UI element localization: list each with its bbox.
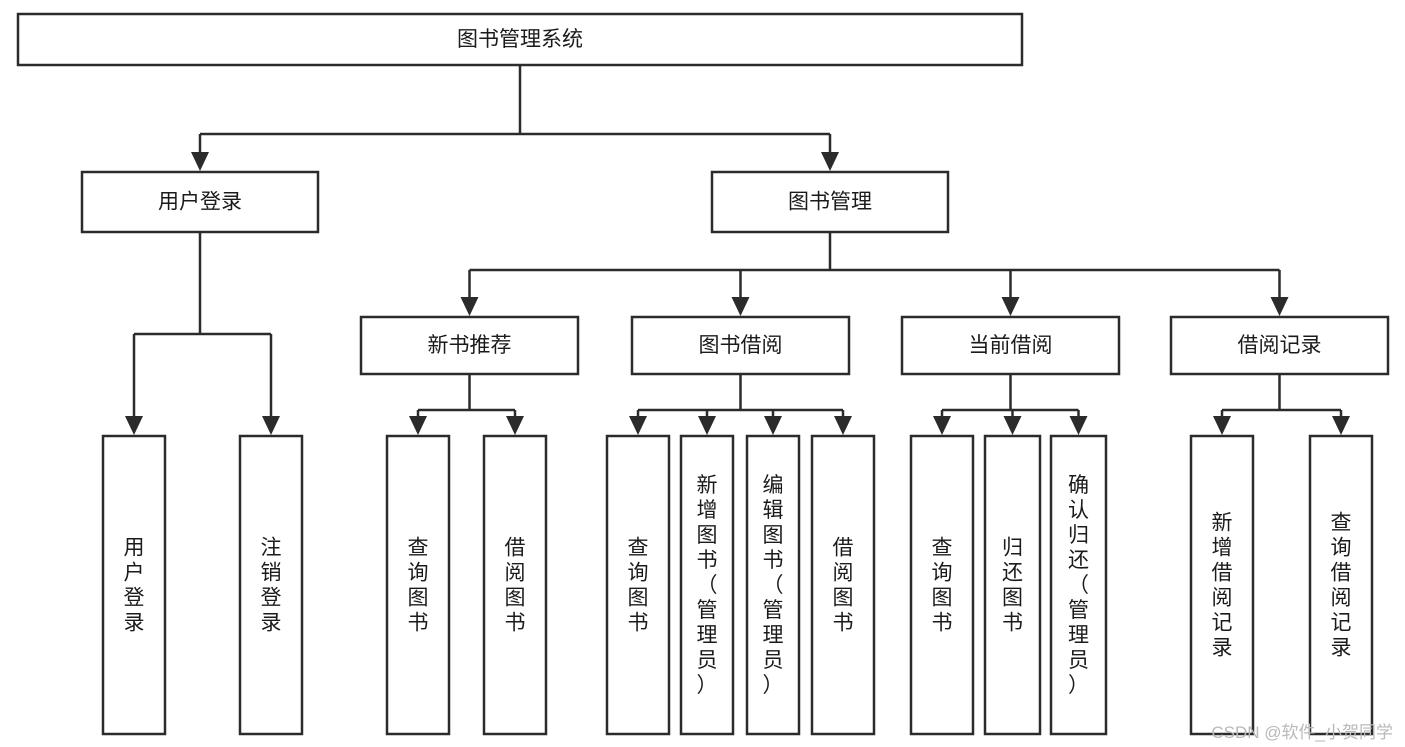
arrowhead-leaf-rec-borrow: [506, 416, 524, 435]
node-box-leaf-bb-add: [679, 434, 735, 736]
arrowhead-user-login: [191, 152, 209, 171]
node-box-book-manage: [710, 170, 950, 234]
node-box-leaf-cb-return: [983, 434, 1042, 736]
node-label-leaf-rec-borrow: 借阅图书: [505, 537, 526, 635]
node-box-leaf-user-logout: [238, 434, 304, 736]
node-label-leaf-cb-query: 查询图书: [932, 537, 953, 635]
node-label-root: 图书管理系统: [457, 28, 583, 51]
arrowhead-leaf-rec-query: [409, 416, 427, 435]
node-book-manage[interactable]: 图书管理: [710, 170, 950, 234]
node-label-book-manage: 图书管理: [788, 191, 872, 214]
node-label-leaf-bb-borrow: 借阅图书: [833, 537, 854, 635]
node-leaf-bb-edit[interactable]: 编辑图书（管理员）: [745, 434, 801, 736]
node-box-leaf-rec-query: [385, 434, 451, 736]
node-leaf-bb-borrow[interactable]: 借阅图书: [810, 434, 876, 736]
arrowhead-leaf-bb-query: [629, 416, 647, 435]
node-leaf-rec-query[interactable]: 查询图书: [385, 434, 451, 736]
node-box-user-login: [80, 170, 320, 234]
node-box-leaf-cb-query: [909, 434, 975, 736]
node-label-leaf-cb-confirm: 确认归还（管理员）: [1068, 474, 1089, 697]
node-box-leaf-bb-borrow: [810, 434, 876, 736]
node-box-borrow-record: [1169, 315, 1390, 376]
node-leaf-user-logout[interactable]: 注销登录: [238, 434, 304, 736]
nodes-layer: 图书管理系统用户登录图书管理新书推荐图书借阅当前借阅借阅记录用户登录注销登录查询…: [16, 12, 1390, 736]
node-box-new-book-rec: [359, 315, 580, 376]
node-root[interactable]: 图书管理系统: [16, 12, 1024, 67]
node-leaf-rec-borrow[interactable]: 借阅图书: [482, 434, 548, 736]
arrowhead-leaf-user-login: [125, 416, 143, 435]
node-label-leaf-cb-return: 归还图书: [1002, 537, 1023, 635]
node-label-leaf-br-add: 新增借阅记录: [1212, 512, 1233, 660]
node-current-borrow[interactable]: 当前借阅: [900, 315, 1121, 376]
node-label-leaf-user-logout: 注销登录: [261, 537, 282, 635]
node-label-user-login: 用户登录: [158, 191, 242, 214]
node-label-current-borrow: 当前借阅: [969, 334, 1053, 357]
node-leaf-cb-return[interactable]: 归还图书: [983, 434, 1042, 736]
node-label-leaf-bb-edit: 编辑图书（管理员）: [763, 474, 784, 697]
arrowhead-leaf-cb-query: [933, 416, 951, 435]
node-user-login[interactable]: 用户登录: [80, 170, 320, 234]
node-leaf-bb-add[interactable]: 新增图书（管理员）: [679, 434, 735, 736]
arrowhead-new-book-rec: [460, 297, 479, 316]
arrowhead-book-manage: [821, 152, 839, 171]
node-label-leaf-br-query: 查询借阅记录: [1331, 512, 1352, 660]
arrowhead-leaf-cb-return: [1003, 416, 1022, 435]
node-box-leaf-cb-confirm: [1049, 434, 1108, 736]
node-book-borrow[interactable]: 图书借阅: [630, 315, 851, 376]
node-label-borrow-record: 借阅记录: [1238, 334, 1322, 357]
node-box-leaf-rec-borrow: [482, 434, 548, 736]
node-box-leaf-br-add: [1189, 434, 1255, 736]
node-borrow-record[interactable]: 借阅记录: [1169, 315, 1390, 376]
node-box-leaf-bb-edit: [745, 434, 801, 736]
arrowhead-leaf-bb-add: [698, 416, 716, 435]
arrowhead-current-borrow: [1001, 297, 1020, 316]
node-leaf-cb-confirm[interactable]: 确认归还（管理员）: [1049, 434, 1108, 736]
node-label-leaf-user-login: 用户登录: [124, 537, 145, 635]
arrowhead-leaf-br-query: [1332, 416, 1350, 435]
node-box-leaf-br-query: [1308, 434, 1374, 736]
node-leaf-bb-query[interactable]: 查询图书: [605, 434, 671, 736]
node-leaf-cb-query[interactable]: 查询图书: [909, 434, 975, 736]
node-leaf-br-add[interactable]: 新增借阅记录: [1189, 434, 1255, 736]
node-label-leaf-bb-query: 查询图书: [628, 537, 649, 635]
arrowhead-leaf-bb-edit: [764, 416, 782, 435]
arrowhead-leaf-cb-confirm: [1069, 416, 1088, 435]
edges-layer: [125, 65, 1350, 435]
node-leaf-user-login[interactable]: 用户登录: [101, 434, 167, 736]
node-box-root: [16, 12, 1024, 67]
arrowhead-borrow-record: [1270, 297, 1289, 316]
node-label-new-book-rec: 新书推荐: [428, 334, 512, 357]
node-label-leaf-rec-query: 查询图书: [408, 537, 429, 635]
arrowhead-leaf-bb-borrow: [834, 416, 852, 435]
node-box-leaf-user-login: [101, 434, 167, 736]
node-box-book-borrow: [630, 315, 851, 376]
node-box-leaf-bb-query: [605, 434, 671, 736]
node-label-leaf-bb-add: 新增图书（管理员）: [697, 474, 718, 697]
node-leaf-br-query[interactable]: 查询借阅记录: [1308, 434, 1374, 736]
node-box-current-borrow: [900, 315, 1121, 376]
arrowhead-leaf-user-logout: [262, 416, 280, 435]
node-new-book-rec[interactable]: 新书推荐: [359, 315, 580, 376]
arrowhead-leaf-br-add: [1213, 416, 1231, 435]
arrowhead-book-borrow: [731, 297, 750, 316]
node-label-book-borrow: 图书借阅: [699, 334, 783, 357]
